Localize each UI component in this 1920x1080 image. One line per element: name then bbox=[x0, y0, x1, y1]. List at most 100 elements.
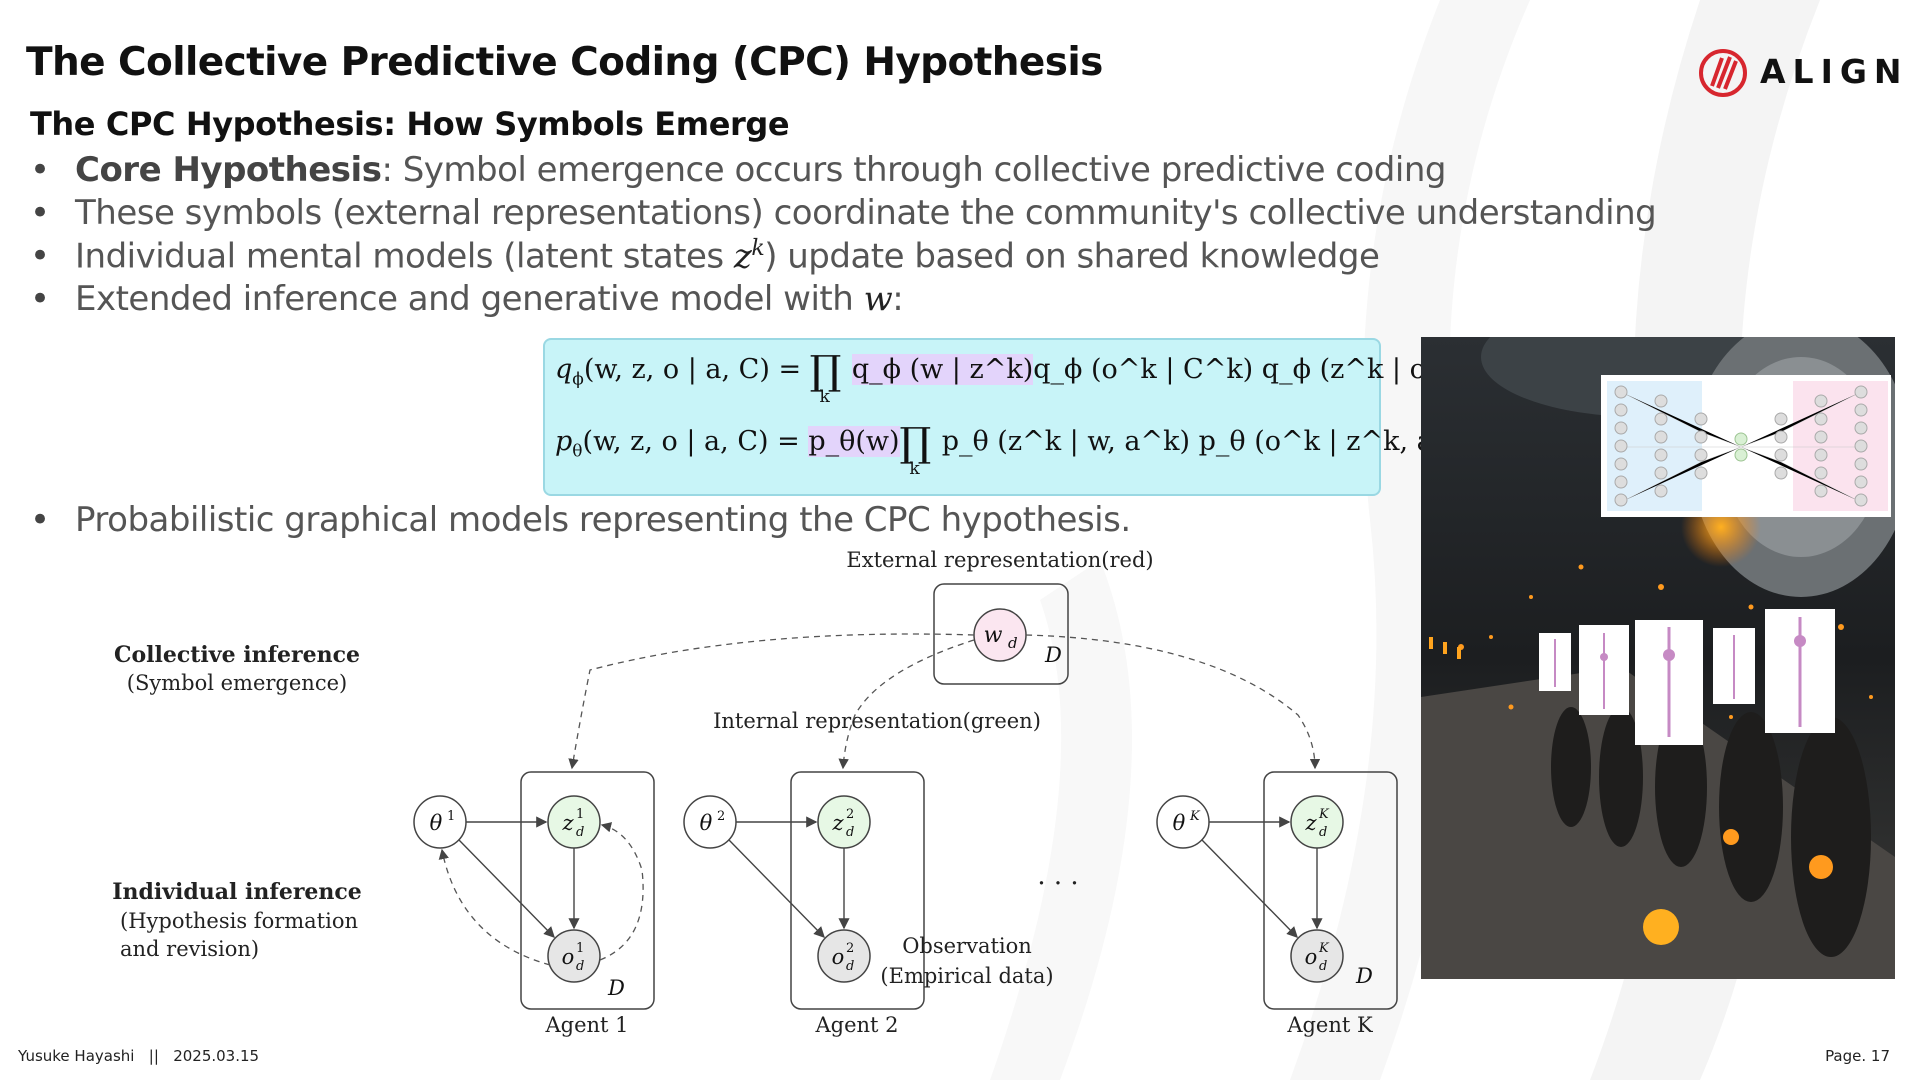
o-to-z-feedback bbox=[599, 822, 644, 961]
bullet-list: • Core Hypothesis: Symbol emergence occu… bbox=[30, 150, 1657, 322]
formula-product: ∏ bbox=[809, 348, 842, 394]
bullet-text: Probabilistic graphical models represent… bbox=[75, 500, 1131, 540]
bullet-dot: • bbox=[30, 500, 50, 540]
bullet-item-last: • Probabilistic graphical models represen… bbox=[30, 500, 1131, 540]
o-label: o bbox=[1305, 945, 1318, 969]
bullet-math-sup: k bbox=[751, 236, 765, 261]
o-sub: d bbox=[846, 959, 854, 974]
bullet-item: • Extended inference and generative mode… bbox=[30, 279, 1656, 322]
agent-plate bbox=[790, 771, 925, 1010]
footer-separator: || bbox=[148, 1047, 159, 1065]
bullet-dot: • bbox=[30, 279, 50, 319]
bullet-math: w bbox=[863, 279, 893, 319]
z-sub: d bbox=[1319, 825, 1327, 840]
o-sup: K bbox=[1318, 941, 1330, 956]
formula-lhs-args: (w, z, o | a, C) = bbox=[582, 426, 809, 457]
internal-representation-label: Internal representation(green) bbox=[713, 709, 1041, 733]
graphical-model-diagram: Collective inference (Symbol emergence) … bbox=[112, 548, 1398, 1037]
formula-line-1: qϕ(w, z, o | a, C) = ∏kq_ϕ (w | z^k)q_ϕ … bbox=[555, 348, 1548, 407]
bullet-text: Extended inference and generative model … bbox=[75, 279, 864, 319]
collective-inference-title: Collective inference bbox=[114, 642, 360, 668]
formula-term-highlight: p_θ(w) bbox=[808, 426, 900, 457]
agent-2-group: θ 2 z 2 d o 2 d Agent 2 bbox=[683, 771, 925, 1037]
theta-label: θ bbox=[700, 811, 713, 835]
align-logo: ALIGN bbox=[1698, 46, 1902, 102]
collective-inference-sub: (Symbol emergence) bbox=[127, 671, 347, 695]
formula-lhs-args: (w, z, o | a, C) = bbox=[583, 354, 810, 385]
o-sub: d bbox=[576, 959, 584, 974]
o-node bbox=[817, 929, 871, 983]
external-representation-label: External representation(red) bbox=[846, 548, 1153, 572]
formula-term-highlight: q_ϕ (w | z^k) bbox=[851, 354, 1034, 385]
page-subtitle: The CPC Hypothesis: How Symbols Emerge bbox=[30, 105, 790, 143]
individual-inference-sub1: (Hypothesis formation bbox=[120, 909, 358, 933]
z-sup: 2 bbox=[846, 807, 854, 822]
neuron-cards bbox=[1539, 609, 1835, 745]
o-node bbox=[1290, 929, 1344, 983]
bullet-text: : Symbol emergence occurs through collec… bbox=[381, 150, 1446, 190]
agent-label: Agent K bbox=[1286, 1013, 1373, 1037]
z-label: z bbox=[561, 811, 574, 835]
o-to-theta-feedback bbox=[438, 848, 551, 966]
w-to-agent1-link bbox=[568, 633, 975, 770]
footer-author: Yusuke Hayashi bbox=[18, 1047, 135, 1065]
formula-product-sub: k bbox=[909, 459, 920, 480]
w-to-agent2-link bbox=[838, 639, 975, 770]
agent-plate bbox=[520, 771, 655, 1010]
agent-label: Agent 1 bbox=[544, 1013, 628, 1037]
individual-inference-title: Individual inference bbox=[112, 879, 362, 905]
observation-label: Observation bbox=[902, 934, 1032, 958]
z-label: z bbox=[831, 811, 844, 835]
bullet-text: : bbox=[892, 279, 904, 319]
plate-d: D bbox=[607, 976, 625, 1000]
formula-product: ∏ bbox=[899, 420, 932, 466]
z-node bbox=[1290, 795, 1344, 849]
footer-date: 2025.03.15 bbox=[173, 1047, 260, 1065]
o-sub: d bbox=[1319, 959, 1327, 974]
z-label: z bbox=[1304, 811, 1317, 835]
o-node bbox=[547, 929, 601, 983]
theta-label: θ bbox=[1173, 811, 1186, 835]
bullet-text: ) update based on shared knowledge bbox=[764, 236, 1380, 277]
logo-text: ALIGN bbox=[1760, 52, 1909, 91]
z-node bbox=[817, 795, 871, 849]
z-sup: K bbox=[1318, 807, 1330, 822]
bullet-item: • Core Hypothesis: Symbol emergence occu… bbox=[30, 150, 1656, 193]
formula-lhs-sub: ϕ bbox=[572, 369, 584, 390]
z-sup: 1 bbox=[576, 807, 584, 822]
formula-lhs-sub: θ bbox=[572, 441, 583, 462]
agent-k-group: θ K z K d o K d D Agent K bbox=[1156, 771, 1398, 1037]
theta-to-o-edge bbox=[728, 839, 825, 939]
formula-lhs: q bbox=[555, 354, 573, 385]
formula-box: qϕ(w, z, o | a, C) = ∏kq_ϕ (w | z^k)q_ϕ … bbox=[543, 338, 1568, 496]
theta-sup: 2 bbox=[717, 809, 725, 824]
w-node-sub: d bbox=[1008, 634, 1018, 652]
w-plate bbox=[933, 583, 1069, 685]
bullet-item: • Individual mental models (latent state… bbox=[30, 236, 1656, 279]
w-to-agentk-link bbox=[1025, 634, 1321, 770]
footer-left: Yusuke Hayashi || 2025.03.15 bbox=[18, 1047, 259, 1065]
footer-page-number: Page. 17 bbox=[1825, 1047, 1890, 1065]
theta-to-o-edge bbox=[458, 839, 555, 939]
bullet-text: These symbols (external representations)… bbox=[75, 193, 1657, 233]
individual-inference-sub2: and revision) bbox=[120, 937, 259, 961]
o-sup: 1 bbox=[576, 941, 584, 956]
agent-label: Agent 2 bbox=[814, 1013, 898, 1037]
bullet-dot: • bbox=[30, 236, 50, 276]
agents-ellipsis: · · · bbox=[1037, 869, 1078, 899]
align-logo-icon bbox=[1699, 49, 1747, 97]
bullet-dot: • bbox=[30, 193, 50, 233]
robots-neurons-illustration bbox=[1421, 337, 1895, 979]
o-label: o bbox=[562, 945, 575, 969]
theta-sup: K bbox=[1189, 809, 1201, 824]
formula-line-2: pθ(w, z, o | a, C) = p_θ(w)∏kp_θ (z^k | … bbox=[555, 420, 1568, 479]
bullet-math: z bbox=[733, 236, 752, 277]
formula-lhs: p bbox=[555, 426, 573, 457]
o-sup: 2 bbox=[846, 941, 854, 956]
theta-label: θ bbox=[430, 811, 443, 835]
z-sub: d bbox=[576, 825, 584, 840]
bullet-dot: • bbox=[30, 150, 50, 190]
z-node bbox=[547, 795, 601, 849]
theta-to-o-edge bbox=[1201, 839, 1298, 939]
w-plate-d: D bbox=[1044, 643, 1062, 667]
